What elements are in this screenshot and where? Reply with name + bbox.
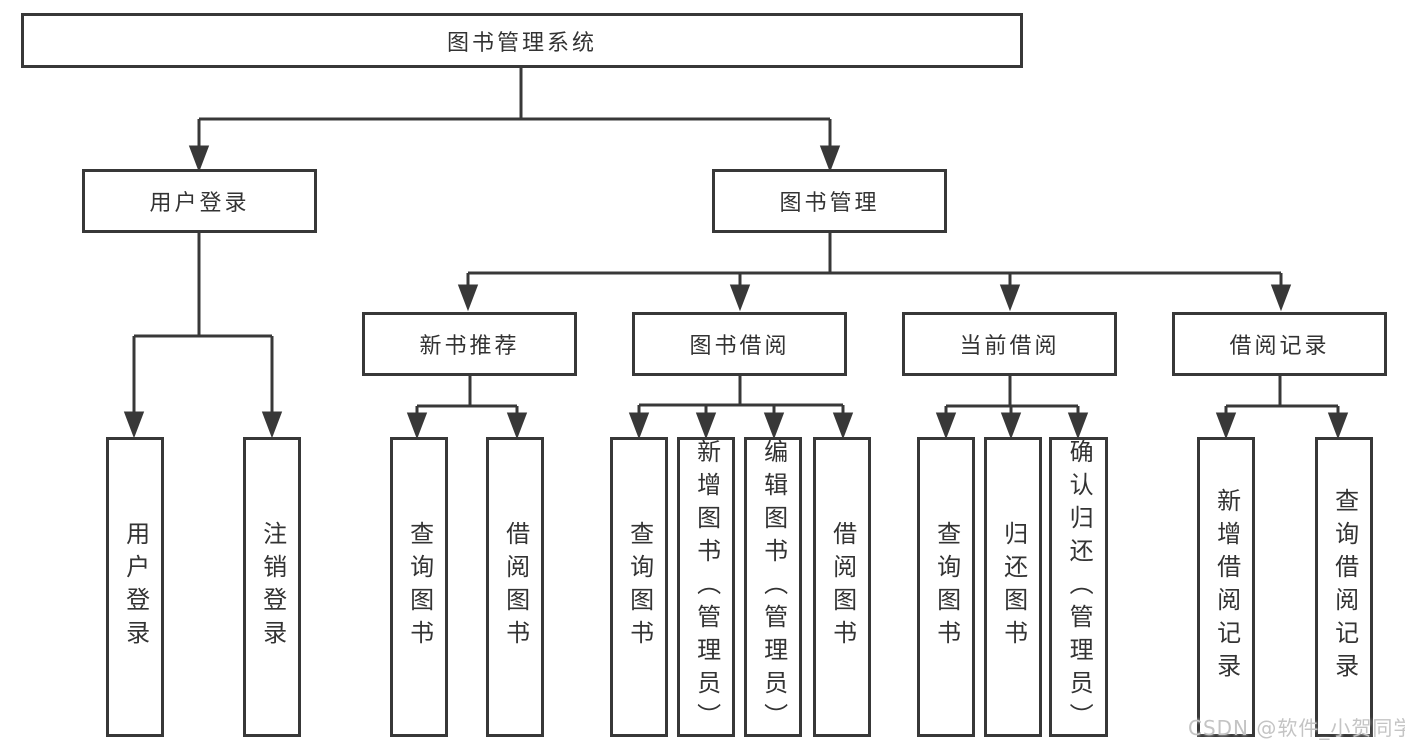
node-book-management: 图书管理	[712, 169, 947, 233]
arrowhead	[1327, 412, 1349, 440]
leaf-label: 查询图书	[932, 521, 961, 653]
csdn-watermark: CSDN @软件_小贺同学	[1188, 716, 1405, 740]
leaf-query-books-borrow: 查询图书	[610, 437, 668, 737]
node-label: 当前借阅	[959, 334, 1060, 359]
leaf-edit-books-admin: 编辑图书（管理员）	[744, 437, 802, 737]
arrowhead	[935, 412, 957, 440]
connector-current-borrow-to-leaves	[935, 376, 1089, 440]
arrowhead	[1270, 284, 1292, 312]
node-book-borrow: 图书借阅	[632, 312, 847, 376]
node-label: 借阅记录	[1229, 334, 1330, 359]
leaf-label: 注销登录	[258, 521, 287, 653]
arrowhead	[628, 412, 650, 440]
arrowhead	[406, 412, 428, 440]
leaf-borrow-books-recommend: 借阅图书	[486, 437, 544, 737]
leaf-label: 用户登录	[121, 521, 150, 653]
connector-root-to-level2	[188, 68, 841, 173]
connector-new-book-to-leaves	[406, 376, 528, 440]
node-label: 图书管理	[779, 191, 880, 216]
node-label: 图书借阅	[689, 334, 790, 359]
leaf-query-books-current: 查询图书	[917, 437, 975, 737]
arrowhead	[695, 412, 717, 440]
leaf-return-books: 归还图书	[984, 437, 1042, 737]
arrowhead	[506, 412, 528, 440]
arrowhead	[1000, 412, 1022, 440]
connector-user-login-to-leaves	[123, 232, 283, 439]
arrowhead	[832, 412, 854, 440]
leaf-label: 新增图书（管理员）	[692, 438, 721, 736]
connector-book-mgmt-to-level3	[457, 232, 1292, 312]
node-current-borrow: 当前借阅	[902, 312, 1117, 376]
node-system-root: 图书管理系统	[21, 13, 1023, 68]
leaf-confirm-return-admin: 确认归还（管理员）	[1049, 437, 1108, 737]
leaf-label: 查询图书	[625, 521, 654, 653]
leaf-borrow-books: 借阅图书	[813, 437, 871, 737]
arrowhead	[763, 412, 785, 440]
leaf-label: 借阅图书	[828, 521, 857, 653]
leaf-user-login: 用户登录	[106, 437, 164, 737]
arrowhead	[819, 145, 841, 173]
leaf-label: 查询图书	[405, 521, 434, 653]
leaf-label: 归还图书	[999, 521, 1028, 653]
leaf-label: 编辑图书（管理员）	[759, 438, 788, 736]
connector-borrow-record-to-leaves	[1215, 376, 1349, 440]
leaf-label: 新增借阅记录	[1212, 488, 1241, 686]
node-label: 图书管理系统	[446, 30, 597, 56]
leaf-label: 查询借阅记录	[1330, 488, 1359, 686]
leaf-label: 确认归还（管理员）	[1065, 438, 1094, 736]
arrowhead	[729, 284, 751, 312]
leaf-label: 借阅图书	[501, 521, 530, 653]
arrowhead	[123, 411, 145, 439]
node-user-login: 用户登录	[82, 169, 317, 233]
connector-book-borrow-to-leaves	[628, 376, 854, 440]
leaf-query-borrow-record: 查询借阅记录	[1315, 437, 1373, 737]
leaf-query-books-recommend: 查询图书	[390, 437, 448, 737]
node-label: 用户登录	[149, 191, 250, 216]
leaf-add-books-admin: 新增图书（管理员）	[677, 437, 735, 737]
arrowhead	[457, 284, 479, 312]
arrowhead	[999, 284, 1021, 312]
leaf-logout-login: 注销登录	[243, 437, 301, 737]
leaf-add-borrow-record: 新增借阅记录	[1197, 437, 1255, 737]
arrowhead	[261, 411, 283, 439]
arrowhead	[1215, 412, 1237, 440]
arrowhead	[1067, 412, 1089, 440]
arrowhead	[188, 145, 210, 173]
node-new-book-recommend: 新书推荐	[362, 312, 577, 376]
node-label: 新书推荐	[419, 334, 520, 359]
node-borrow-records: 借阅记录	[1172, 312, 1387, 376]
